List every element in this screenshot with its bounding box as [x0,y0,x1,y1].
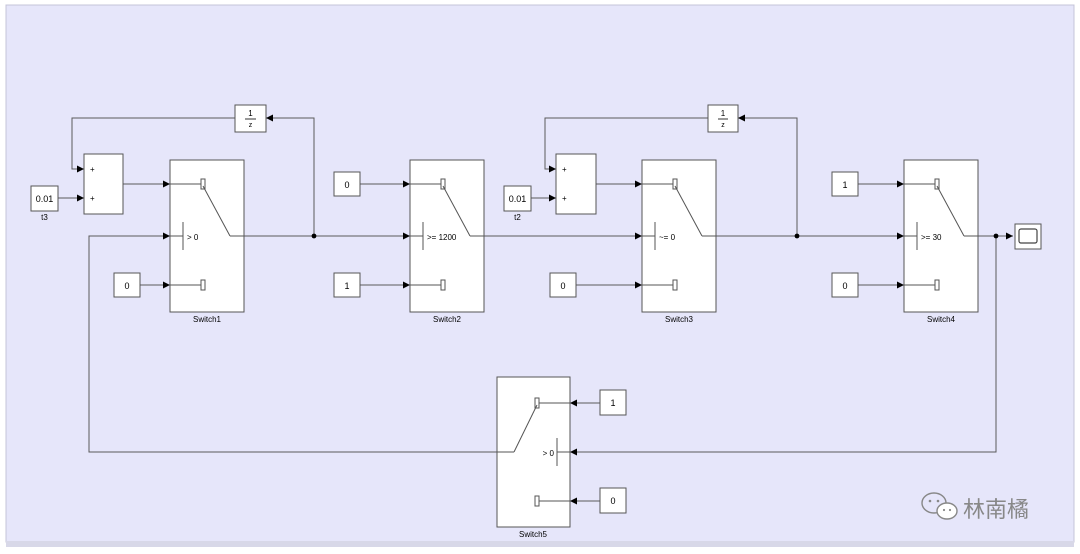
constant-value: 1 [842,180,847,190]
switch-block-2[interactable]: >= 1200 Switch2 [409,159,485,324]
sum-block-1[interactable]: + + [83,153,124,215]
switch-condition: >= 1200 [427,233,457,242]
sum-sign: + [562,194,567,203]
constant-value: 0 [124,281,129,291]
switch-label: Switch2 [433,315,462,324]
unit-delay-block-1[interactable]: 1 z [234,104,267,133]
constant-block-t3[interactable]: 0.01 t3 [30,185,59,222]
constant-block-switch1-bottom[interactable]: 0 [113,272,141,298]
branch-point [794,233,800,239]
switch-label: Switch3 [665,315,694,324]
switch-block-1[interactable]: > 0 Switch1 [169,159,245,324]
constant-value: 0 [842,281,847,291]
switch-block-3[interactable]: ~= 0 Switch3 [641,159,717,324]
constant-label: t2 [514,213,521,222]
constant-block-switch2-top[interactable]: 0 [333,171,361,197]
branch-point [311,233,317,239]
constant-block-switch4-top[interactable]: 1 [831,171,859,197]
signal-lines [58,114,1013,505]
constant-block-switch2-bottom[interactable]: 1 [333,272,361,298]
switch-block-4[interactable]: >= 30 Switch4 [903,159,979,324]
switch-label: Switch1 [193,315,222,324]
constant-value: 0.01 [36,194,54,204]
constant-block-switch4-bottom[interactable]: 0 [831,272,859,298]
sum-block-2[interactable]: + + [555,153,597,215]
switch-block-5[interactable]: > 0 Switch5 [496,376,571,539]
delay-numerator: 1 [248,109,253,118]
branch-point [993,233,999,239]
watermark-text: 林南橘 [963,498,1029,523]
switch-condition: >= 30 [921,233,942,242]
switch-label: Switch4 [927,315,956,324]
constant-value: 1 [344,281,349,291]
switch-condition: > 0 [187,233,199,242]
constant-label: t3 [41,213,48,222]
constant-value: 0.01 [509,194,527,204]
delay-numerator: 1 [721,109,726,118]
wechat-icon [921,492,958,520]
unit-delay-block-2[interactable]: 1 z [707,104,739,133]
switch-condition: ~= 0 [659,233,676,242]
constant-block-switch5-top[interactable]: 1 [599,389,627,416]
delay-denominator: z [721,122,725,129]
constant-value: 0 [560,281,565,291]
switch-condition: > 0 [543,449,555,458]
horizontal-scrollbar[interactable] [6,541,1074,547]
constant-block-t2[interactable]: 0.01 t2 [503,185,532,222]
sum-sign: + [562,165,567,174]
sum-sign: + [90,194,95,203]
sum-sign: + [90,165,95,174]
scope-block[interactable] [1014,223,1042,250]
constant-block-switch3-bottom[interactable]: 0 [549,272,577,298]
constant-value: 0 [344,180,349,190]
constant-value: 0 [610,496,615,506]
scope-icon [1018,228,1038,244]
watermark: 林南橘 [921,492,1029,523]
constant-block-switch5-bottom[interactable]: 0 [599,487,627,514]
delay-denominator: z [249,122,253,129]
switch-label: Switch5 [519,530,548,539]
constant-value: 1 [610,398,615,408]
